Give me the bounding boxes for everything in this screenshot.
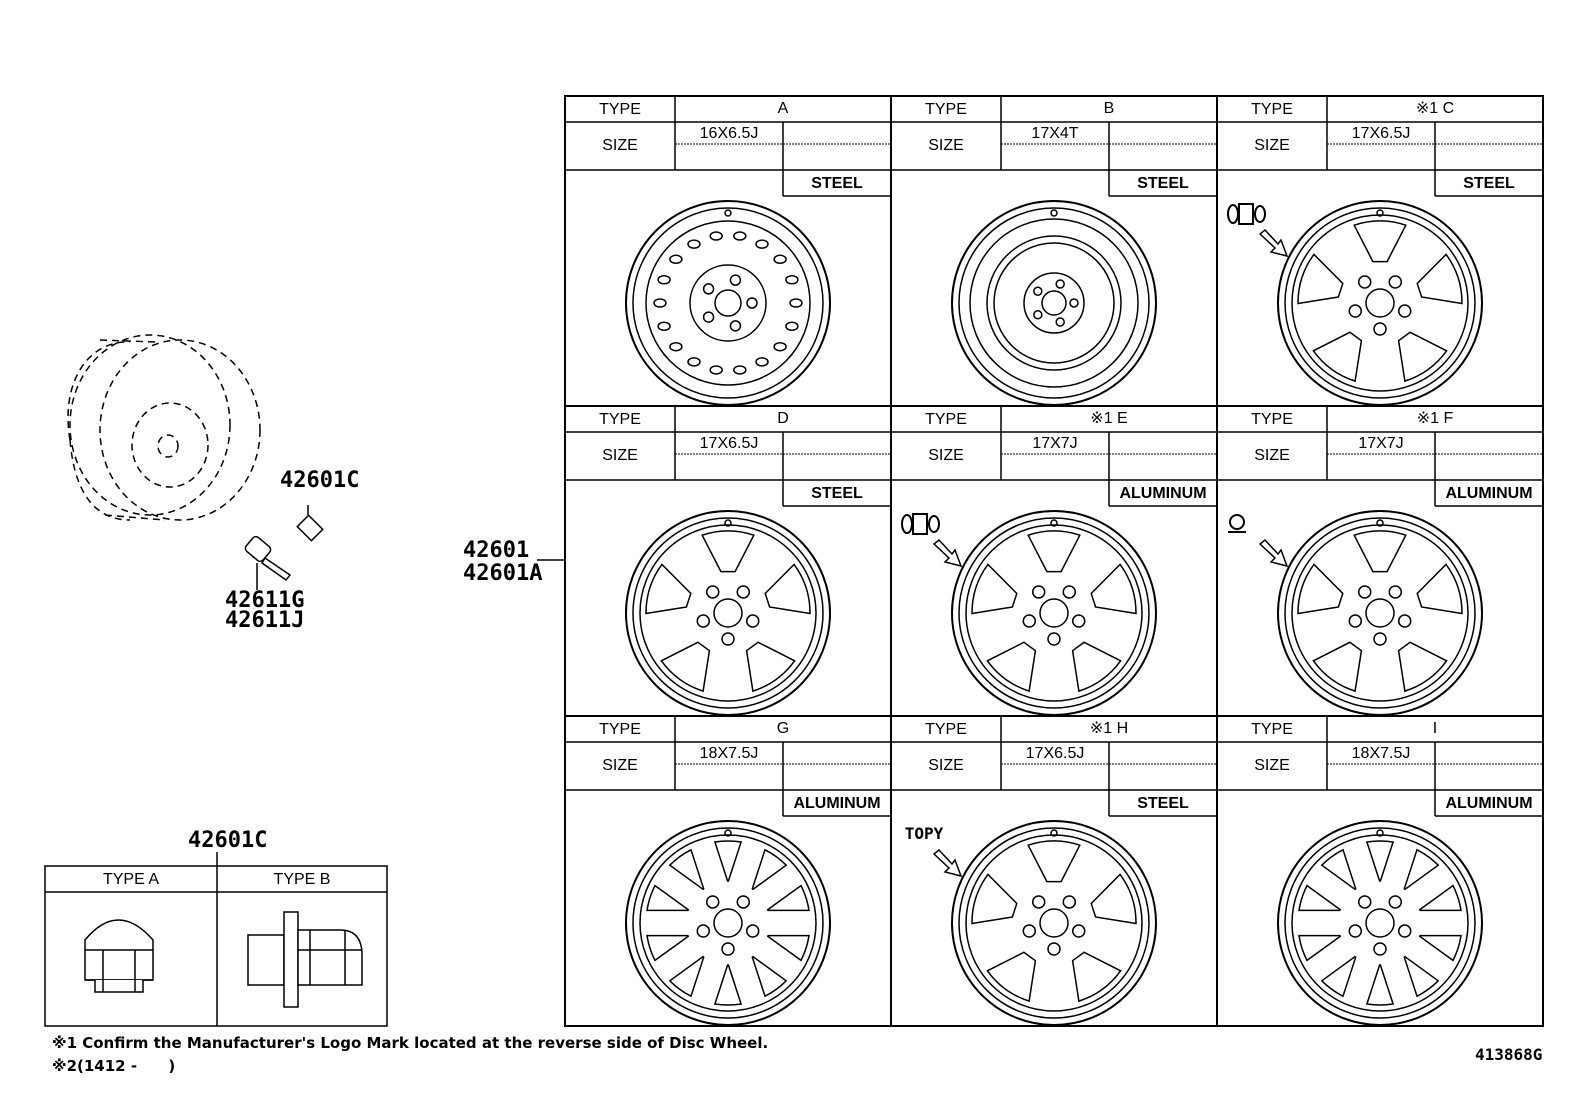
type-label-1: TYPE bbox=[925, 101, 967, 118]
size-value-0: 16X6.5J bbox=[699, 125, 759, 142]
size-value-4: 17X7J bbox=[1032, 435, 1078, 452]
size-label-4: SIZE bbox=[928, 447, 964, 464]
wheel-drawing-1 bbox=[951, 200, 1157, 406]
valve-part-number-1: 42611G bbox=[225, 588, 305, 613]
type-value-2: ※1 C bbox=[1415, 100, 1455, 117]
wheel-drawing-8 bbox=[1277, 820, 1483, 1026]
wheel-drawing-6 bbox=[625, 820, 831, 1026]
valve-part-number-2: 42611J bbox=[225, 608, 305, 633]
type-value-6: G bbox=[776, 720, 790, 737]
material-0: STEEL bbox=[811, 175, 863, 192]
valve-cap-part-number: 42601C bbox=[280, 468, 360, 493]
nut-type-a-label: TYPE A bbox=[102, 871, 160, 888]
type-value-4: ※1 E bbox=[1090, 410, 1128, 427]
type-label-7: TYPE bbox=[925, 721, 967, 738]
manufacturer-mark-7: TOPY bbox=[904, 824, 944, 843]
type-value-7: ※1 H bbox=[1089, 720, 1129, 737]
arrow-icon-2 bbox=[1258, 228, 1289, 258]
size-value-8: 18X7.5J bbox=[1351, 745, 1411, 762]
size-value-7: 17X6.5J bbox=[1025, 745, 1085, 762]
size-label-3: SIZE bbox=[602, 447, 638, 464]
type-value-5: ※1 F bbox=[1416, 410, 1454, 427]
material-7: STEEL bbox=[1137, 795, 1189, 812]
material-2: STEEL bbox=[1463, 175, 1515, 192]
type-label-8: TYPE bbox=[1251, 721, 1293, 738]
size-value-5: 17X7J bbox=[1358, 435, 1404, 452]
material-3: STEEL bbox=[811, 485, 863, 502]
arrow-icon-5 bbox=[1258, 538, 1289, 568]
wheel-drawing-4 bbox=[951, 510, 1157, 716]
size-label-7: SIZE bbox=[928, 757, 964, 774]
wheel-drawing-2 bbox=[1277, 200, 1483, 406]
size-value-2: 17X6.5J bbox=[1351, 125, 1411, 142]
size-label-1: SIZE bbox=[928, 137, 964, 154]
material-1: STEEL bbox=[1137, 175, 1189, 192]
size-label-5: SIZE bbox=[1254, 447, 1290, 464]
type-label-4: TYPE bbox=[925, 411, 967, 428]
type-value-1: B bbox=[1103, 100, 1115, 117]
nut-part-number: 42601C bbox=[188, 828, 268, 853]
material-8: ALUMINUM bbox=[1445, 795, 1533, 812]
arrow-icon-4 bbox=[932, 538, 963, 568]
type-value-0: A bbox=[777, 100, 789, 117]
note-2: ※2(1412 - ) bbox=[52, 1057, 176, 1075]
type-label-5: TYPE bbox=[1251, 411, 1293, 428]
note-1: ※1 Confirm the Manufacturer's Logo Mark … bbox=[52, 1034, 769, 1052]
size-value-3: 17X6.5J bbox=[699, 435, 759, 452]
wheel-drawing-5 bbox=[1277, 510, 1483, 716]
arrow-icon-7 bbox=[932, 848, 963, 878]
wheel-part-number-1: 42601 bbox=[463, 538, 530, 563]
nut-type-b-label: TYPE B bbox=[273, 871, 331, 888]
valve-logo-icon-4 bbox=[901, 513, 940, 535]
material-5: ALUMINUM bbox=[1445, 485, 1533, 502]
wheel-drawing-3 bbox=[625, 510, 831, 716]
material-6: ALUMINUM bbox=[793, 795, 881, 812]
size-label-6: SIZE bbox=[602, 757, 638, 774]
size-value-6: 18X7.5J bbox=[699, 745, 759, 762]
q-logo-icon-5 bbox=[1228, 514, 1246, 533]
diagram-id: 413868G bbox=[1475, 1045, 1543, 1064]
wheel-part-number-2: 42601A bbox=[463, 561, 543, 586]
type-value-3: D bbox=[777, 410, 789, 427]
type-label-0: TYPE bbox=[599, 101, 641, 118]
type-label-2: TYPE bbox=[1251, 101, 1293, 118]
wheel-drawing-0 bbox=[625, 200, 831, 406]
size-label-8: SIZE bbox=[1254, 757, 1290, 774]
wheel-drawing-7 bbox=[951, 820, 1157, 1026]
size-value-1: 17X4T bbox=[1031, 125, 1079, 142]
type-label-6: TYPE bbox=[599, 721, 641, 738]
type-value-8: I bbox=[1432, 720, 1438, 737]
material-4: ALUMINUM bbox=[1119, 485, 1207, 502]
type-label-3: TYPE bbox=[599, 411, 641, 428]
size-label-2: SIZE bbox=[1254, 137, 1290, 154]
size-label-0: SIZE bbox=[602, 137, 638, 154]
valve-logo-icon-2 bbox=[1227, 203, 1266, 225]
